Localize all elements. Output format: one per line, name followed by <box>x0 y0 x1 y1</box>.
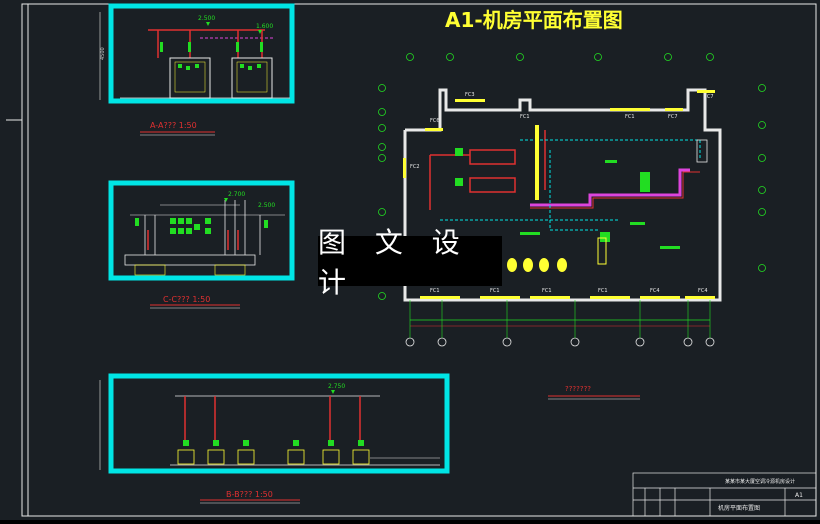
svg-text:2.500: 2.500 <box>198 15 215 22</box>
drawing-name: 机房平面布置图 <box>718 504 760 512</box>
svg-text:2.700: 2.700 <box>228 191 245 198</box>
plan-note: ??????? <box>565 385 591 393</box>
svg-text:FC1: FC1 <box>520 114 530 120</box>
drawing-title: A1-机房平面布置图 <box>445 8 623 32</box>
svg-text:FC6: FC6 <box>430 118 440 124</box>
svg-text:FC7: FC7 <box>668 114 678 120</box>
project-name: 某某市某大厦空调冷源机房设计 <box>725 478 795 485</box>
section-a-a: 4500 2.500 1.600 A-A??? 1:50 <box>99 3 295 136</box>
section-b-b-label: B-B??? 1:50 <box>226 490 273 499</box>
drawing-border <box>21 3 817 517</box>
svg-text:2.750: 2.750 <box>328 383 345 390</box>
svg-text:2.500: 2.500 <box>258 202 275 209</box>
svg-text:FC1: FC1 <box>430 288 440 294</box>
section-c-c: 2.700 2.500 C-C??? 1:50 <box>108 180 295 309</box>
svg-text:1.600: 1.600 <box>256 23 273 30</box>
section-c-c-label: C-C??? 1:50 <box>163 295 210 304</box>
watermark-overlay: 图 文 设 计 <box>318 226 502 299</box>
svg-text:FC2: FC2 <box>410 164 420 170</box>
svg-text:FC3: FC3 <box>465 92 475 98</box>
svg-text:4500: 4500 <box>100 47 106 60</box>
svg-text:FC4: FC4 <box>698 288 708 294</box>
section-b-b: 2.750 B-B??? 1:50 <box>99 373 450 504</box>
svg-text:FC7: FC7 <box>704 94 714 100</box>
svg-text:FC1: FC1 <box>598 288 608 294</box>
svg-text:FC4: FC4 <box>650 288 660 294</box>
svg-text:FC1: FC1 <box>490 288 500 294</box>
svg-text:FC1: FC1 <box>542 288 552 294</box>
title-block <box>632 472 817 517</box>
plan-view: FC3 FC1 FC7 FC6 FC1 FC7 FC2 FC1 FC1 FC1 … <box>378 53 766 400</box>
section-a-a-label: A-A??? 1:50 <box>150 121 197 130</box>
sheet-number: A1 <box>795 492 803 499</box>
svg-text:FC1: FC1 <box>625 114 635 120</box>
